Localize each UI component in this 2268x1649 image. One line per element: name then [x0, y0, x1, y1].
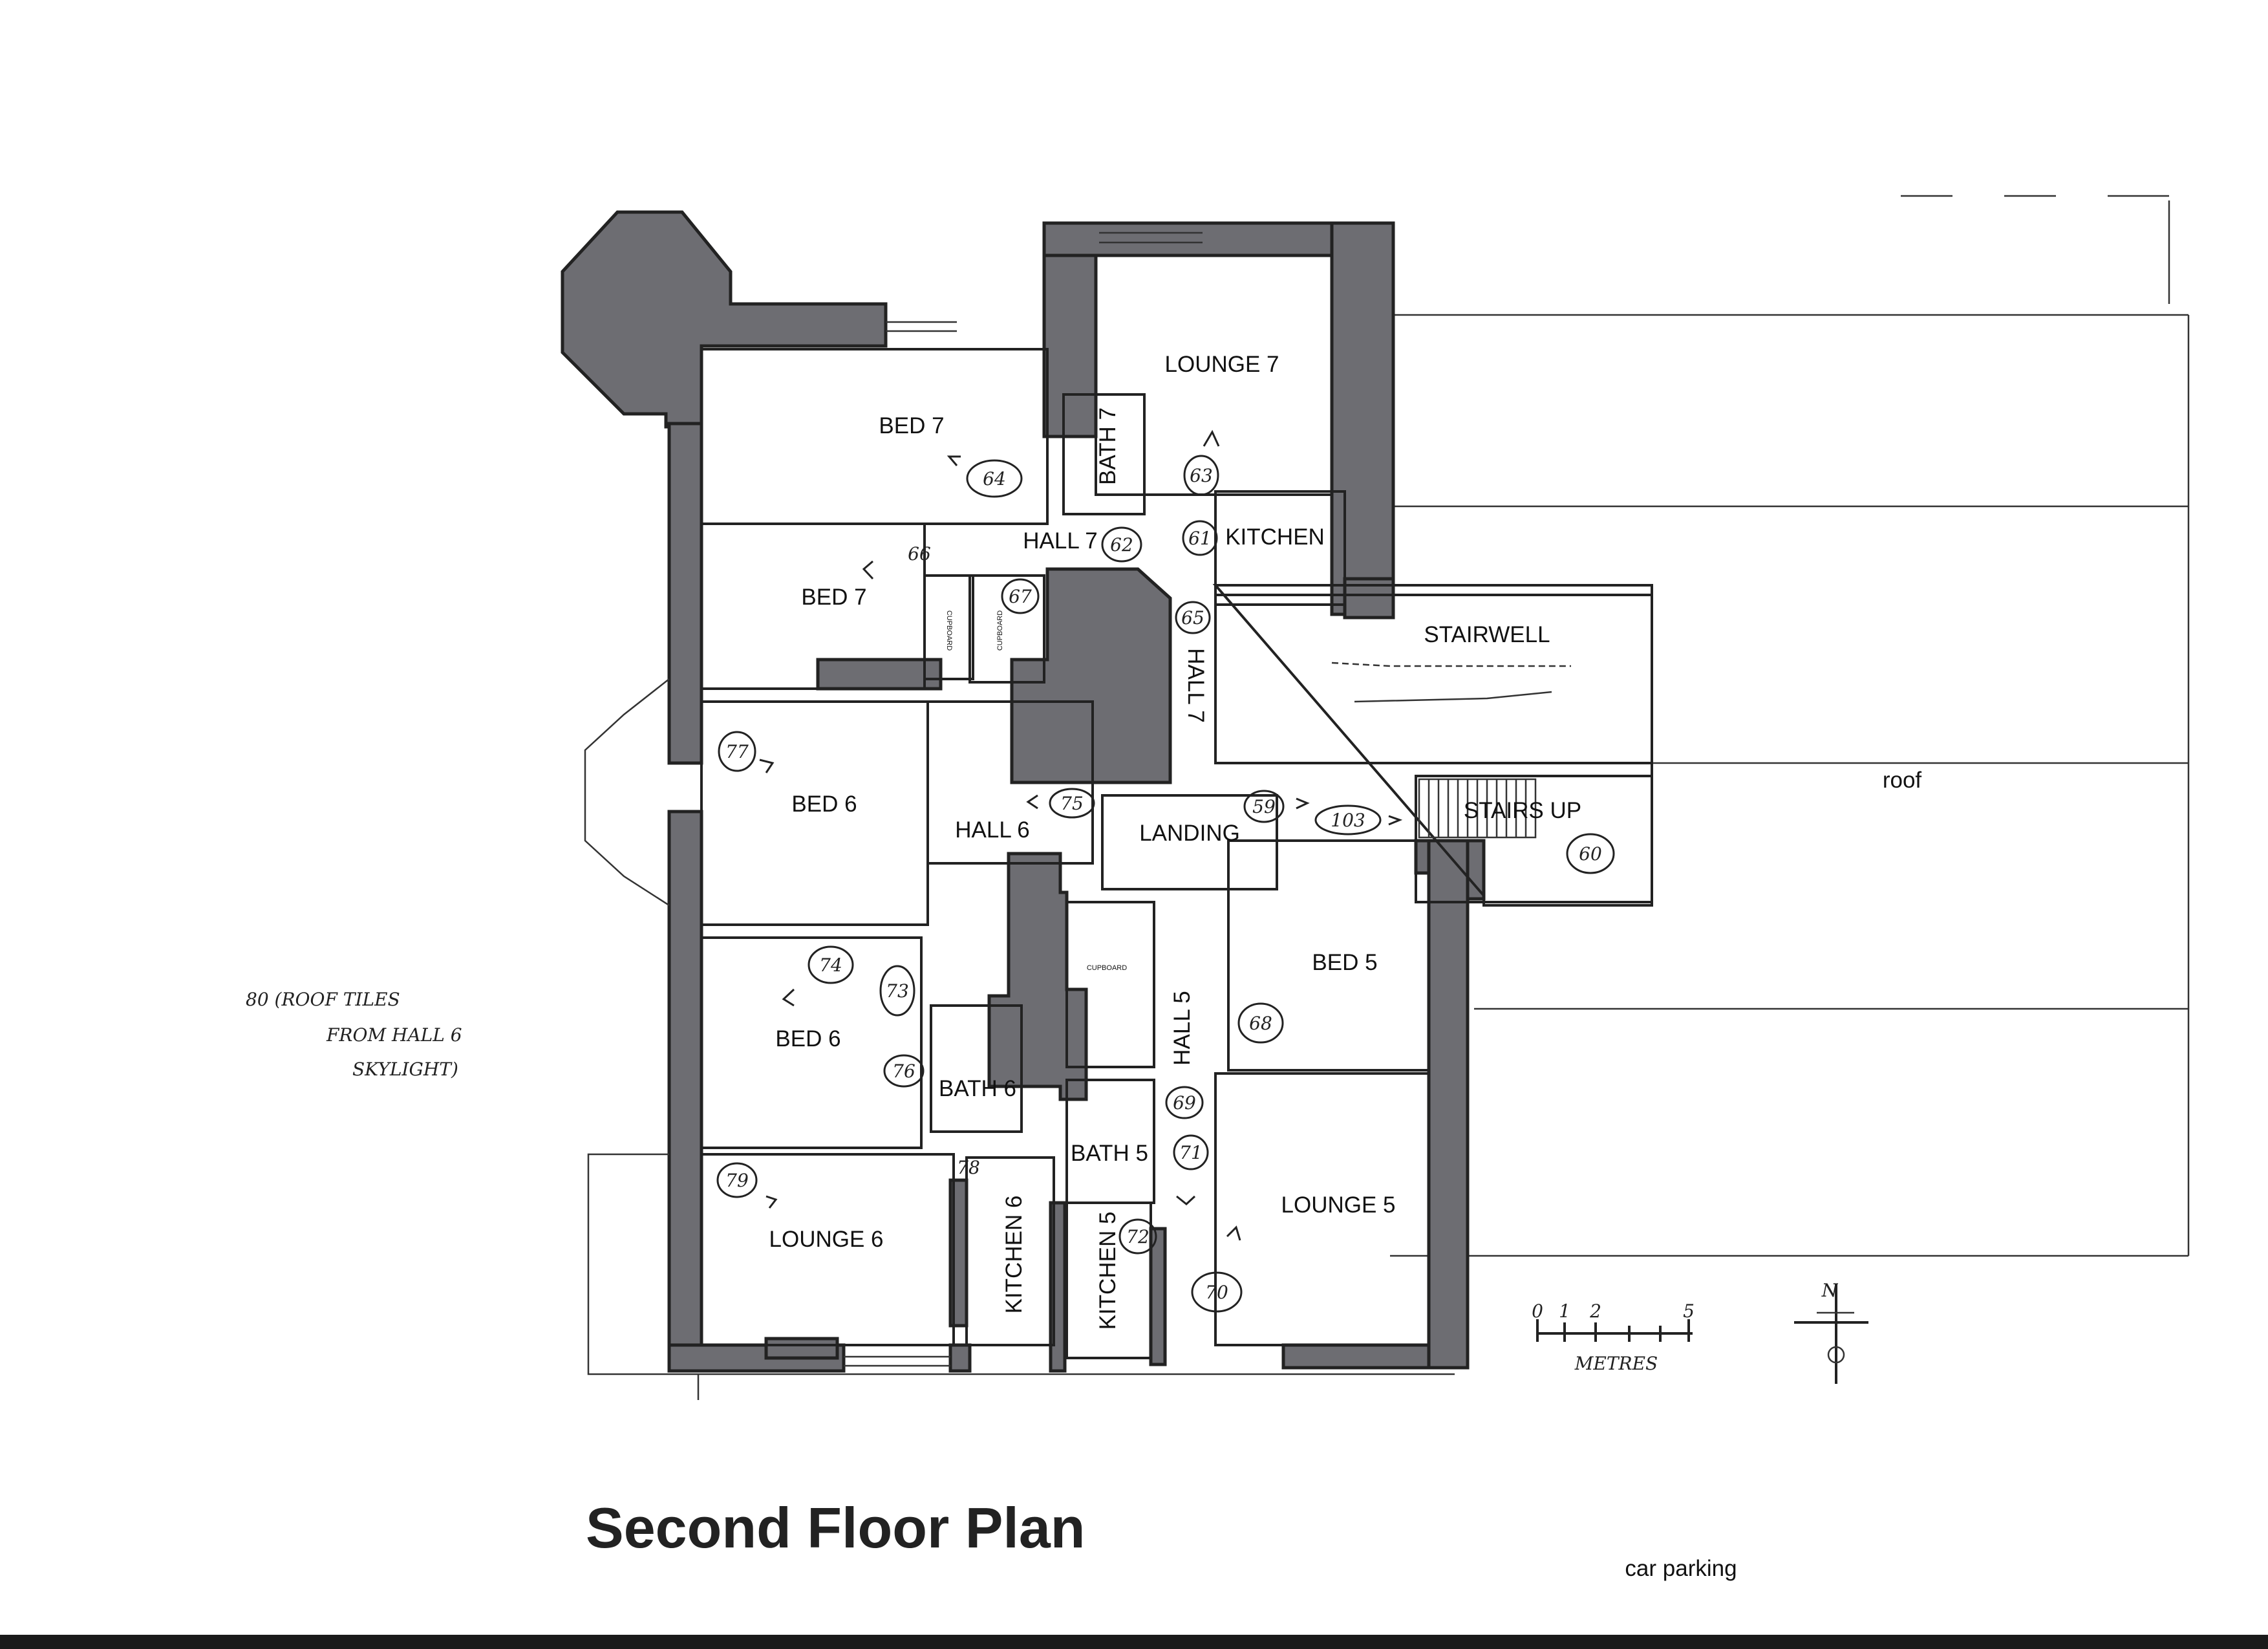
marker-72: 72	[1126, 1226, 1150, 1247]
room-label-hall7b: HALL 7	[1183, 648, 1208, 722]
marker-71: 71	[1179, 1142, 1203, 1163]
room-label-lounge6: LOUNGE 6	[769, 1227, 884, 1252]
handwritten-note: 80 (ROOF TILES FROM HALL 6 SKYLIGHT)	[246, 989, 462, 1080]
marker-66: 66	[908, 543, 931, 565]
car-parking-label: car parking	[1625, 1556, 1737, 1581]
marker-75: 75	[1060, 793, 1084, 814]
room-label-lounge5: LOUNGE 5	[1281, 1192, 1396, 1218]
room-label-bed5: BED 5	[1312, 950, 1377, 975]
marker-59: 59	[1252, 796, 1276, 817]
north-label: N	[1821, 1280, 1839, 1301]
marker-63: 63	[1190, 465, 1213, 486]
marker-70: 70	[1205, 1282, 1228, 1303]
room-label-bed7a: BED 7	[879, 413, 944, 438]
room-label-stairwell: STAIRWELL	[1424, 622, 1550, 647]
room-label-stairs-up: STAIRS UP	[1464, 798, 1581, 823]
room-label-kitchen6: KITCHEN 6	[1001, 1196, 1027, 1314]
page-title: Second Floor Plan	[586, 1496, 1086, 1560]
marker-76: 76	[892, 1061, 915, 1082]
scale-unit: METRES	[1574, 1353, 1658, 1374]
marker-103: 103	[1331, 810, 1365, 831]
marker-69: 69	[1173, 1092, 1196, 1114]
marker-68: 68	[1249, 1013, 1272, 1034]
cupboard-label-2: CUPBOARD	[996, 610, 1004, 651]
marker-73: 73	[886, 980, 909, 1002]
room-labels: LOUNGE 7 BED 7 BED 7 BATH 7 HALL 7 HALL …	[769, 352, 1582, 1330]
room-label-landing: LANDING	[1139, 821, 1240, 846]
room-label-hall6: HALL 6	[955, 817, 1029, 843]
room-label-hall7a: HALL 7	[1023, 528, 1097, 554]
cupboard-label-3: CUPBOARD	[1087, 964, 1127, 972]
note-line-1: 80 (ROOF TILES	[246, 989, 400, 1010]
scale-tick-1: 1	[1559, 1300, 1570, 1322]
marker-60: 60	[1579, 843, 1602, 865]
marker-67: 67	[1009, 586, 1032, 607]
roof-lines	[1390, 195, 2190, 1257]
walls	[561, 210, 1486, 1373]
marker-64: 64	[983, 468, 1006, 490]
cupboard-label-1: CUPBOARD	[945, 610, 953, 651]
room-label-kitchen5: KITCHEN 5	[1095, 1212, 1120, 1330]
scale-tick-2: 2	[1589, 1300, 1601, 1322]
room-label-hall5: HALL 5	[1170, 991, 1195, 1065]
roof-label: roof	[1883, 768, 1922, 793]
room-label-bath7: BATH 7	[1095, 407, 1120, 485]
room-label-bed6b: BED 6	[775, 1026, 840, 1051]
north-arrow-icon: N	[1794, 1280, 1868, 1384]
marker-79: 79	[725, 1170, 749, 1191]
scale-tick-0: 0	[1532, 1300, 1543, 1322]
room-label-bed6a: BED 6	[791, 792, 857, 817]
scan-edge	[0, 1635, 2268, 1649]
room-label-bed7b: BED 7	[801, 585, 866, 610]
note-line-2: FROM HALL 6	[326, 1024, 462, 1046]
room-label-bath6: BATH 6	[939, 1076, 1016, 1101]
marker-77: 77	[725, 741, 749, 762]
room-label-lounge7: LOUNGE 7	[1165, 352, 1279, 377]
room-label-bath5: BATH 5	[1071, 1141, 1148, 1166]
scale-tick-5: 5	[1683, 1300, 1695, 1322]
marker-62: 62	[1110, 534, 1133, 555]
room-label-kitchen7: KITCHEN	[1225, 524, 1325, 550]
marker-61: 61	[1188, 528, 1212, 549]
photo-markers: 64 63 62 61 66 67 65 77 75 59 103 60 74 …	[716, 429, 1615, 1313]
note-line-3: SKYLIGHT)	[352, 1059, 458, 1080]
marker-78: 78	[957, 1157, 980, 1178]
room-outlines	[584, 232, 1653, 1400]
marker-65: 65	[1181, 607, 1204, 629]
scale-bar: 0 1 2 5 METRES	[1532, 1300, 1695, 1374]
marker-74: 74	[819, 954, 842, 976]
